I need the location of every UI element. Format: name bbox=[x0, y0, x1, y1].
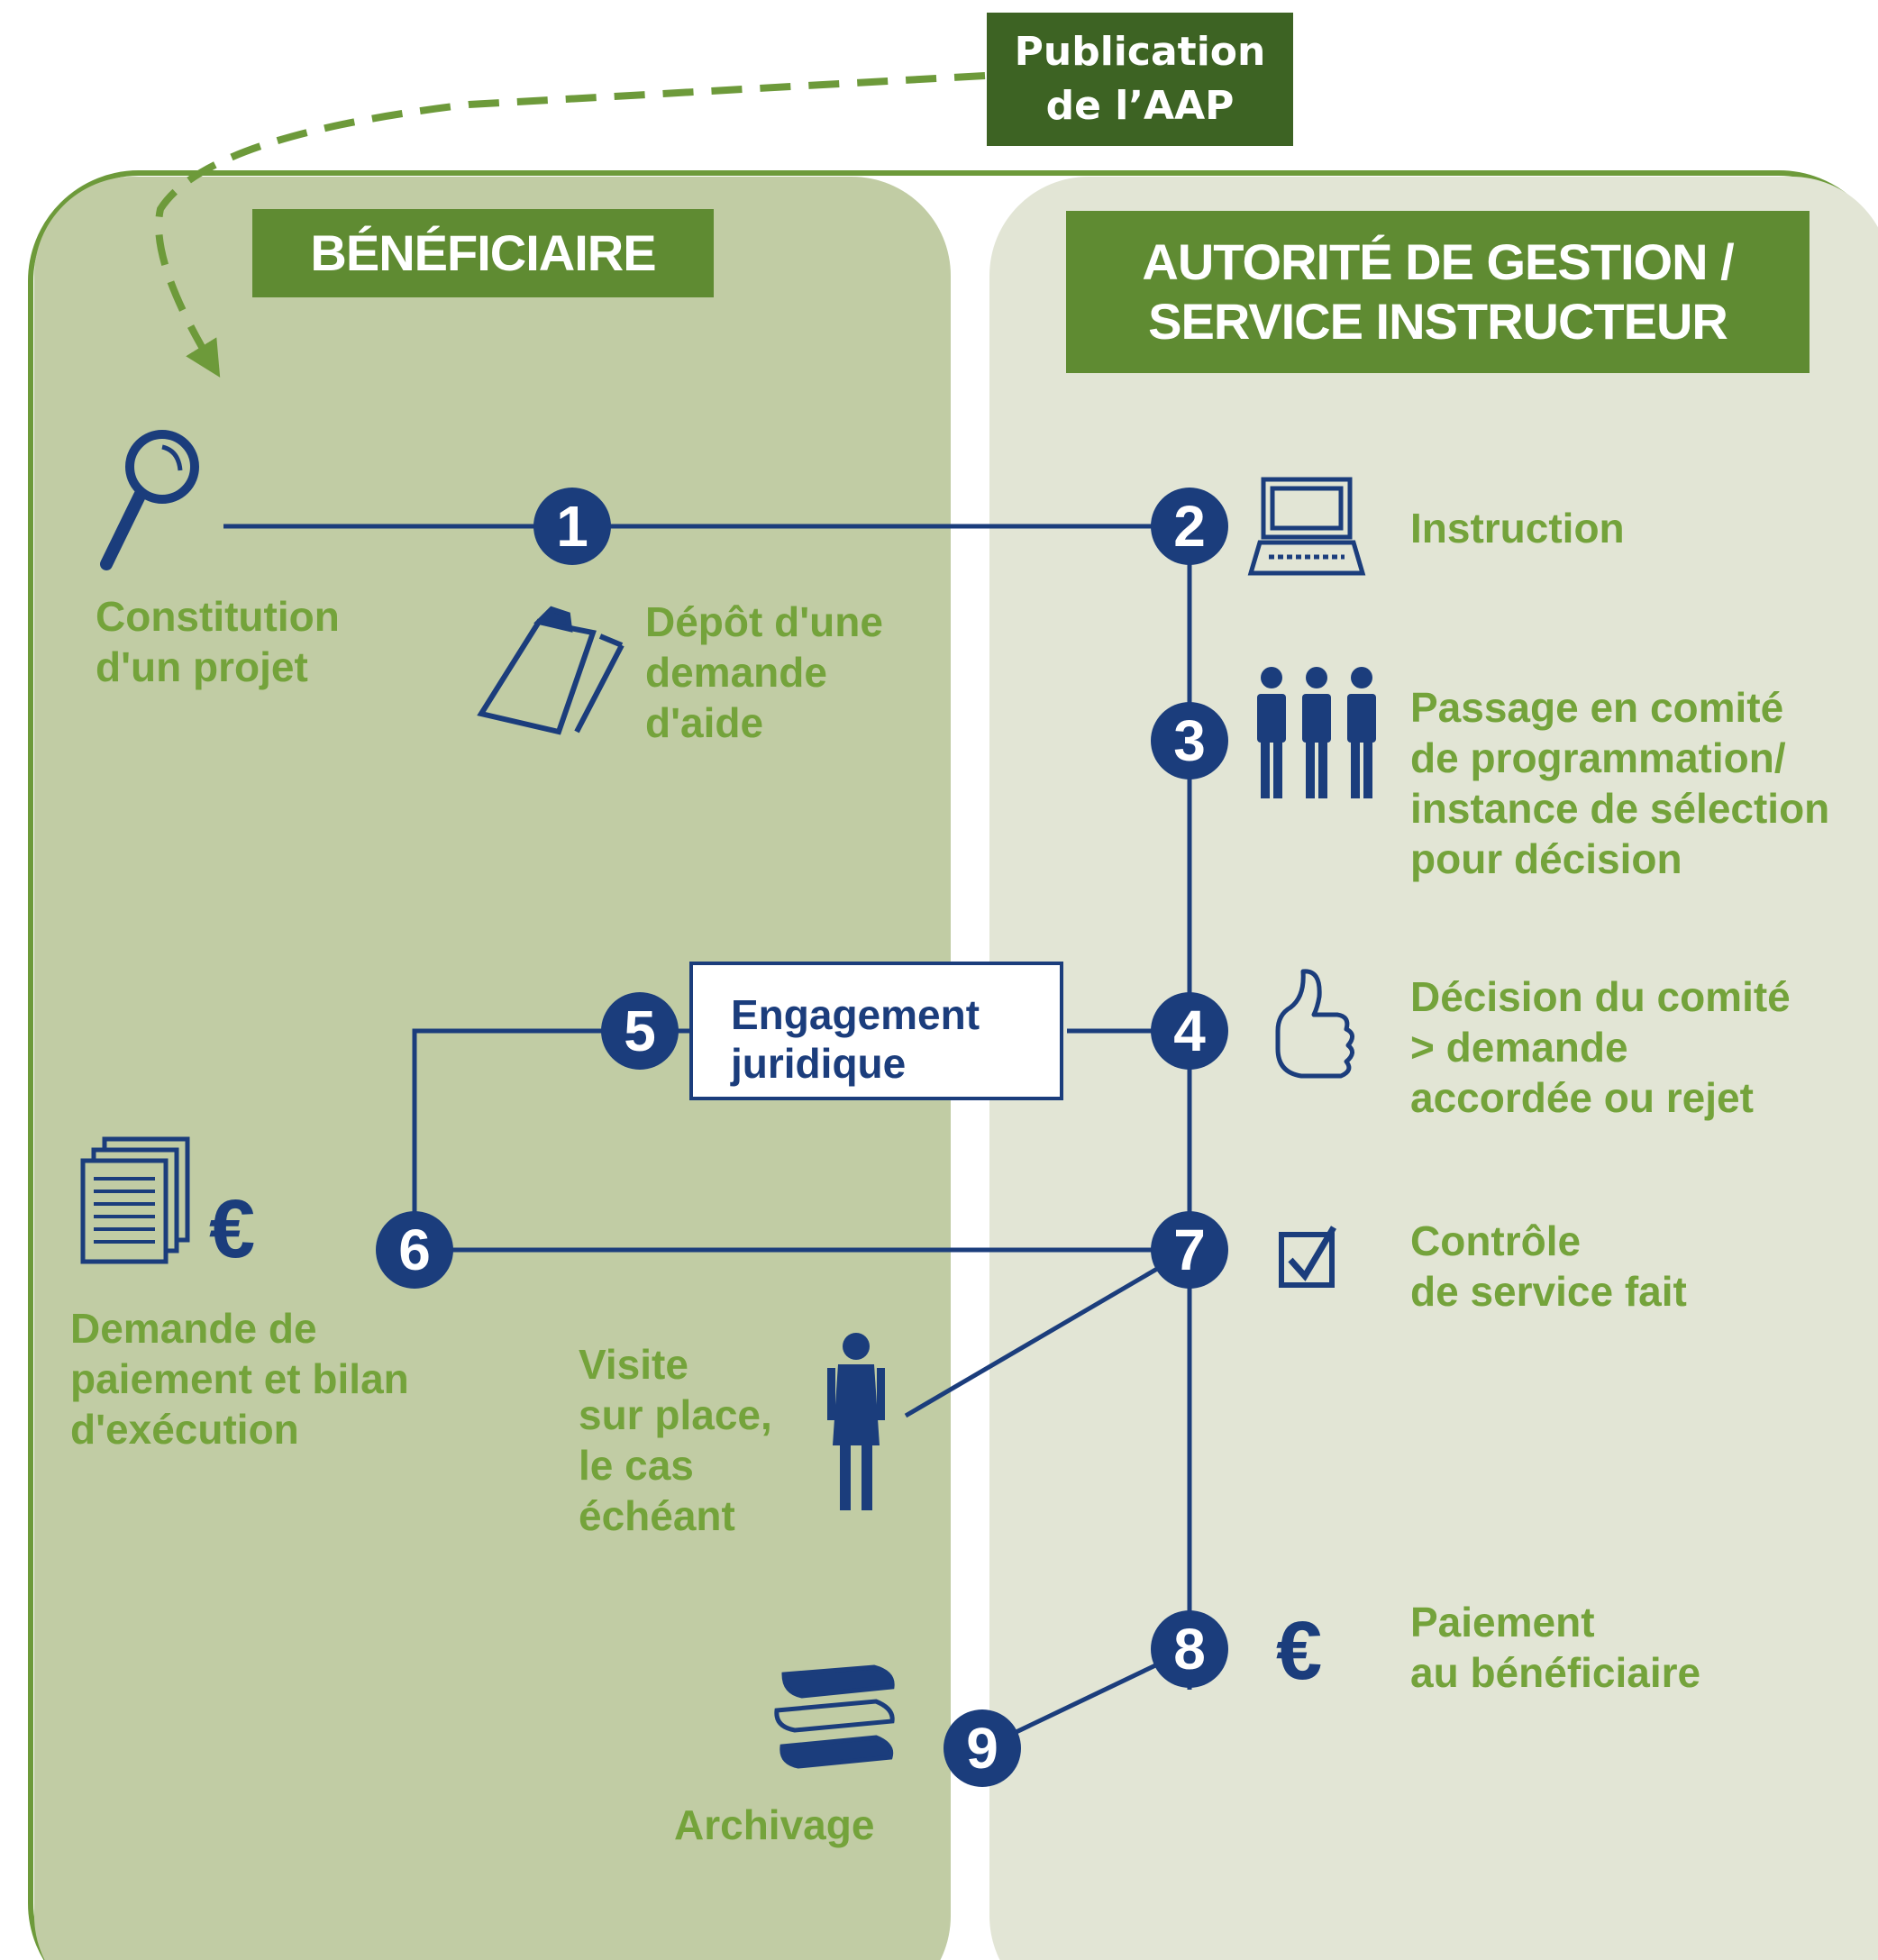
autorite-panel bbox=[989, 177, 1878, 1960]
step-5: 5 bbox=[601, 992, 679, 1070]
label-passage-line-1: Passage en comité bbox=[1410, 684, 1784, 731]
label-passage-line-2: de programmation/ bbox=[1410, 734, 1786, 781]
label-visite-line-4: échéant bbox=[579, 1492, 735, 1539]
beneficiaire-header: BÉNÉFICIAIRE bbox=[252, 209, 714, 297]
publication-aap-box: Publication de l’AAP bbox=[987, 13, 1293, 146]
label-demande-paiement-line-2: paiement et bilan bbox=[70, 1355, 409, 1402]
label-controle-line-1: Contrôle bbox=[1410, 1217, 1582, 1264]
euro-icon-paiement: € bbox=[1276, 1605, 1323, 1697]
publication-arrow bbox=[155, 72, 986, 378]
label-decision: Décision du comité > demande accordée ou… bbox=[1410, 971, 1791, 1123]
label-archivage-line-1: Archivage bbox=[674, 1801, 875, 1848]
label-controle: Contrôle de service fait bbox=[1410, 1216, 1687, 1317]
label-paiement-line-2: au bénéficiaire bbox=[1410, 1649, 1701, 1696]
label-controle-line-2: de service fait bbox=[1410, 1268, 1687, 1315]
checkbox-icon bbox=[1279, 1226, 1337, 1288]
engagement-line-2: juridique bbox=[731, 1040, 907, 1087]
label-depot-line-3: d'aide bbox=[645, 699, 764, 746]
magnifier-icon bbox=[100, 430, 199, 570]
step-7: 7 bbox=[1151, 1211, 1228, 1289]
label-paiement-line-1: Paiement bbox=[1410, 1599, 1595, 1645]
label-archivage: Archivage bbox=[674, 1800, 874, 1850]
step-4: 4 bbox=[1151, 992, 1228, 1070]
beneficiaire-panel bbox=[34, 177, 951, 1960]
label-depot-line-1: Dépôt d'une bbox=[645, 598, 883, 645]
label-passage-line-4: pour décision bbox=[1410, 835, 1682, 882]
engagement-juridique-box: Engagement juridique bbox=[689, 962, 1063, 1100]
step-1: 1 bbox=[533, 488, 611, 565]
person-icon bbox=[827, 1333, 885, 1510]
label-depot: Dépôt d'une demande d'aide bbox=[645, 597, 883, 748]
label-demande-paiement-line-3: d'exécution bbox=[70, 1406, 299, 1453]
label-visite-line-3: le cas bbox=[579, 1442, 694, 1489]
label-depot-line-2: demande bbox=[645, 649, 827, 696]
thumbs-up-icon bbox=[1275, 969, 1354, 1079]
books-icon bbox=[774, 1664, 895, 1769]
label-instruction-line-1: Instruction bbox=[1410, 505, 1625, 552]
label-decision-line-1: Décision du comité bbox=[1410, 973, 1791, 1020]
label-instruction: Instruction bbox=[1410, 503, 1625, 553]
laptop-icon bbox=[1247, 477, 1366, 576]
label-visite: Visite sur place, le cas échéant bbox=[579, 1339, 772, 1541]
label-visite-line-1: Visite bbox=[579, 1341, 688, 1388]
step-6: 6 bbox=[376, 1211, 453, 1289]
step-8: 8 bbox=[1151, 1610, 1228, 1688]
people-icon bbox=[1257, 667, 1376, 798]
documents-icon bbox=[80, 1136, 190, 1264]
label-visite-line-2: sur place, bbox=[579, 1391, 772, 1438]
label-passage: Passage en comité de programmation/ inst… bbox=[1410, 682, 1829, 884]
label-paiement: Paiement au bénéficiaire bbox=[1410, 1597, 1700, 1698]
label-constitution-line-2: d'un projet bbox=[96, 643, 308, 690]
clipboard-icon bbox=[477, 606, 624, 735]
label-constitution: Constitution d'un projet bbox=[96, 591, 340, 692]
label-demande-paiement-line-1: Demande de bbox=[70, 1305, 317, 1352]
label-decision-line-3: accordée ou rejet bbox=[1410, 1074, 1754, 1121]
publication-line-2: de l’AAP bbox=[1045, 83, 1235, 129]
label-demande-paiement: Demande de paiement et bilan d'exécution bbox=[70, 1303, 409, 1454]
step-3: 3 bbox=[1151, 702, 1228, 779]
step-2: 2 bbox=[1151, 488, 1228, 565]
label-decision-line-2: > demande bbox=[1410, 1024, 1628, 1071]
step-9: 9 bbox=[944, 1709, 1021, 1787]
engagement-line-1: Engagement bbox=[731, 991, 980, 1038]
publication-line-1: Publication bbox=[1014, 29, 1266, 75]
autorite-header-line-1: AUTORITÉ DE GESTION / bbox=[1142, 233, 1734, 290]
label-passage-line-3: instance de sélection bbox=[1410, 785, 1830, 832]
label-constitution-line-1: Constitution bbox=[96, 593, 340, 640]
autorite-header-line-2: SERVICE INSTRUCTEUR bbox=[1148, 293, 1728, 350]
euro-icon-demande: € bbox=[209, 1183, 256, 1275]
autorite-header: AUTORITÉ DE GESTION / SERVICE INSTRUCTEU… bbox=[1066, 211, 1810, 373]
